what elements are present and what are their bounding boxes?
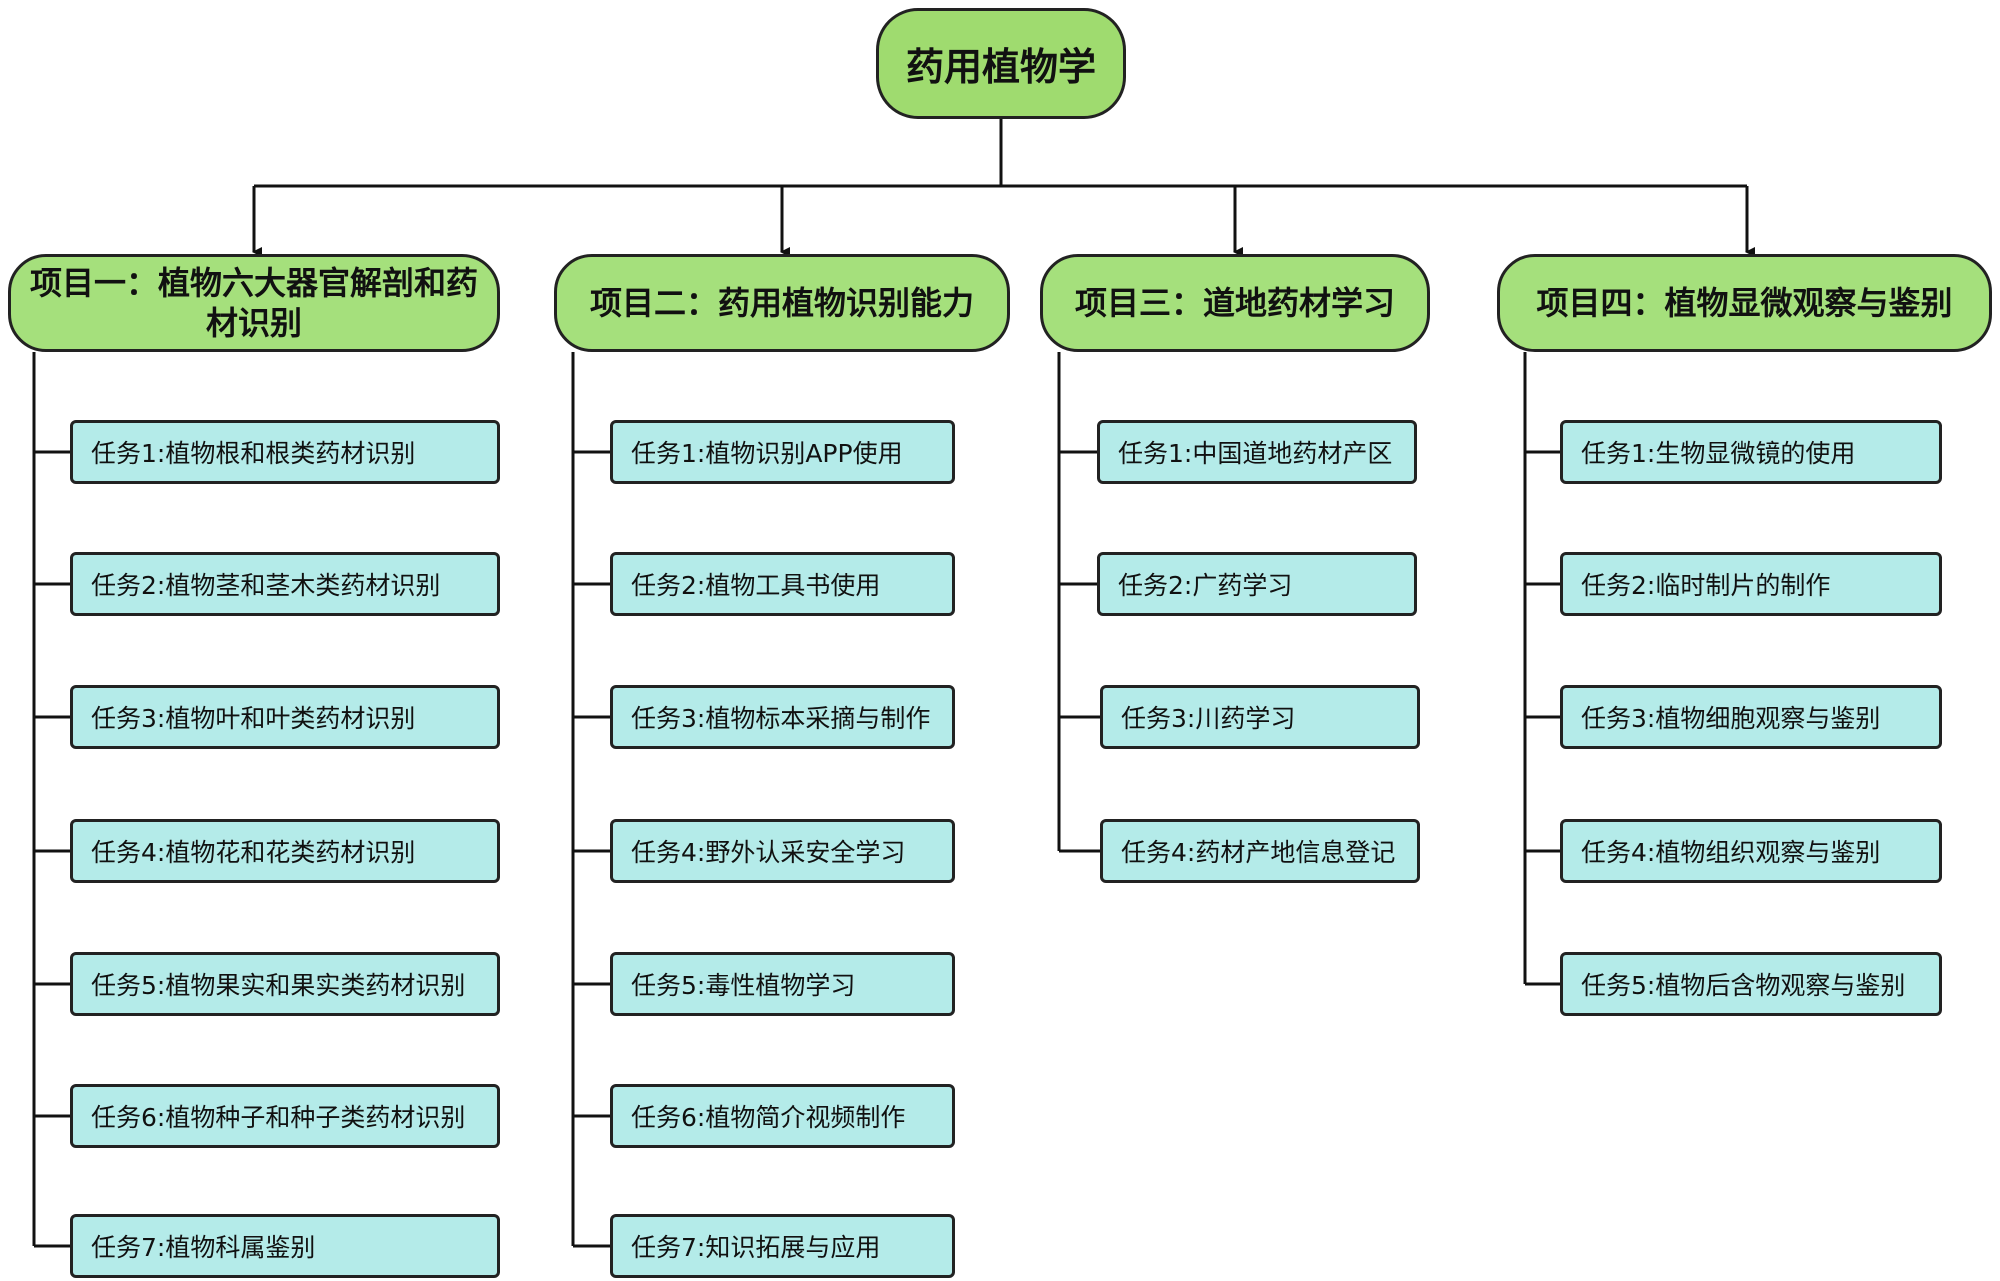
task-label: 任务1:植物根和根类药材识别 — [91, 439, 416, 468]
task-label: 任务4:药材产地信息登记 — [1121, 838, 1396, 867]
task-label: 任务1:生物显微镜的使用 — [1581, 439, 1856, 468]
task-label: 任务2:植物茎和茎木类药材识别 — [91, 571, 441, 600]
project-4-title: 项目四：植物显微观察与鉴别 — [1536, 284, 1953, 322]
task-node: 任务3:植物叶和叶类药材识别 — [70, 685, 500, 749]
task-node: 任务7:知识拓展与应用 — [610, 1214, 955, 1278]
task-node: 任务4:药材产地信息登记 — [1100, 819, 1420, 883]
task-node: 任务3:植物细胞观察与鉴别 — [1560, 685, 1942, 749]
task-label: 任务5:毒性植物学习 — [631, 971, 856, 1000]
task-node: 任务4:植物组织观察与鉴别 — [1560, 819, 1942, 883]
task-node: 任务1:中国道地药材产区 — [1097, 420, 1417, 484]
task-label: 任务2:临时制片的制作 — [1581, 571, 1831, 600]
task-label: 任务3:植物叶和叶类药材识别 — [91, 704, 416, 733]
task-node: 任务7:植物科属鉴别 — [70, 1214, 500, 1278]
task-label: 任务4:植物组织观察与鉴别 — [1581, 838, 1881, 867]
task-label: 任务2:植物工具书使用 — [631, 571, 881, 600]
task-label: 任务4:植物花和花类药材识别 — [91, 838, 416, 867]
task-label: 任务7:植物科属鉴别 — [91, 1233, 316, 1262]
task-node: 任务2:广药学习 — [1097, 552, 1417, 616]
project-1: 项目一：植物六大器官解剖和药材识别 — [8, 254, 500, 352]
task-label: 任务6:植物种子和种子类药材识别 — [91, 1103, 466, 1132]
task-label: 任务3:川药学习 — [1121, 704, 1296, 733]
task-node: 任务2:植物工具书使用 — [610, 552, 955, 616]
project-2-title: 项目二：药用植物识别能力 — [589, 284, 974, 322]
task-node: 任务1:生物显微镜的使用 — [1560, 420, 1942, 484]
task-node: 任务5:植物后含物观察与鉴别 — [1560, 952, 1942, 1016]
task-node: 任务3:川药学习 — [1100, 685, 1420, 749]
root-label: 药用植物学 — [905, 45, 1096, 89]
task-node: 任务1:植物识别APP使用 — [610, 420, 955, 484]
root-topic: 药用植物学 — [876, 8, 1126, 119]
project-2: 项目二：药用植物识别能力 — [554, 254, 1010, 352]
task-node: 任务3:植物标本采摘与制作 — [610, 685, 955, 749]
task-label: 任务6:植物简介视频制作 — [631, 1103, 906, 1132]
task-label: 任务4:野外认采安全学习 — [631, 838, 906, 867]
task-node: 任务1:植物根和根类药材识别 — [70, 420, 500, 484]
task-node: 任务6:植物简介视频制作 — [610, 1084, 955, 1148]
task-label: 任务3:植物细胞观察与鉴别 — [1581, 704, 1881, 733]
task-label: 任务1:植物识别APP使用 — [631, 439, 903, 468]
task-node: 任务5:毒性植物学习 — [610, 952, 955, 1016]
task-node: 任务4:野外认采安全学习 — [610, 819, 955, 883]
project-4: 项目四：植物显微观察与鉴别 — [1497, 254, 1992, 352]
task-label: 任务3:植物标本采摘与制作 — [631, 704, 931, 733]
project-3-title: 项目三：道地药材学习 — [1074, 284, 1395, 322]
project-3: 项目三：道地药材学习 — [1040, 254, 1430, 352]
task-node: 任务2:临时制片的制作 — [1560, 552, 1942, 616]
task-label: 任务7:知识拓展与应用 — [631, 1233, 881, 1262]
task-node: 任务2:植物茎和茎木类药材识别 — [70, 552, 500, 616]
task-node: 任务5:植物果实和果实类药材识别 — [70, 952, 500, 1016]
task-label: 任务5:植物果实和果实类药材识别 — [91, 971, 466, 1000]
task-node: 任务4:植物花和花类药材识别 — [70, 819, 500, 883]
task-label: 任务5:植物后含物观察与鉴别 — [1581, 971, 1906, 1000]
project-1-title: 项目一：植物六大器官解剖和药材识别 — [29, 264, 478, 342]
task-label: 任务1:中国道地药材产区 — [1118, 439, 1393, 468]
task-node: 任务6:植物种子和种子类药材识别 — [70, 1084, 500, 1148]
task-label: 任务2:广药学习 — [1118, 571, 1293, 600]
